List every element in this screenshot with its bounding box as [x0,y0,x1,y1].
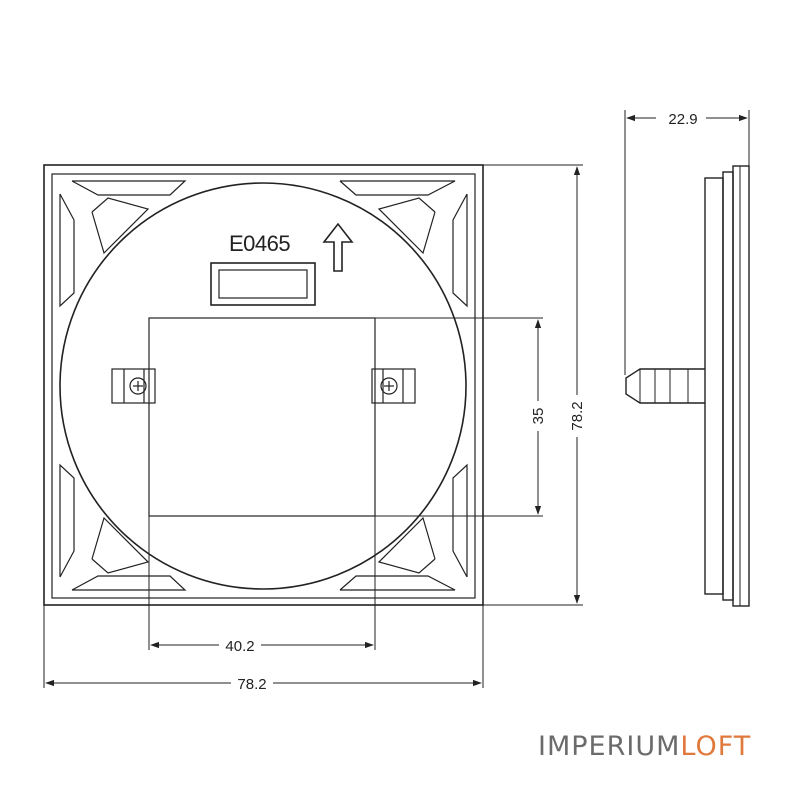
dim-label-mount-width: 40.2 [225,638,254,655]
round-plate [59,182,467,590]
dim-label-depth: 22.9 [668,111,697,128]
corner-rib-bottom-left [59,463,187,591]
mount-box [148,317,376,517]
dimension-lines [43,110,750,688]
dim-label-total-width: 78.2 [237,676,266,693]
brand-logo: IMPERIUMLOFT [538,733,751,760]
screw-right [371,368,416,404]
dim-label-total-height: 78.2 [569,401,586,430]
corner-rib-bottom-right [339,463,468,591]
corner-rib-top-left [59,180,187,308]
side-view [625,165,750,607]
side-back-plate [722,171,734,601]
inner-frame [51,173,476,599]
side-body [704,177,724,595]
dim-label-mount-height: 35 [530,408,547,425]
front-view [43,164,484,606]
brand-logo-part1: IMPERIUM [538,731,681,762]
side-plug [625,368,705,404]
label-slot-inner [218,269,308,299]
outer-frame [43,164,484,606]
model-code: E0465 [229,231,290,256]
brand-logo-part2: LOFT [680,731,752,762]
screw-left [111,368,156,404]
up-arrow-icon [322,222,354,272]
corner-rib-top-right [339,180,468,308]
label-slot-outer [210,262,316,306]
side-front-plate [732,165,750,607]
